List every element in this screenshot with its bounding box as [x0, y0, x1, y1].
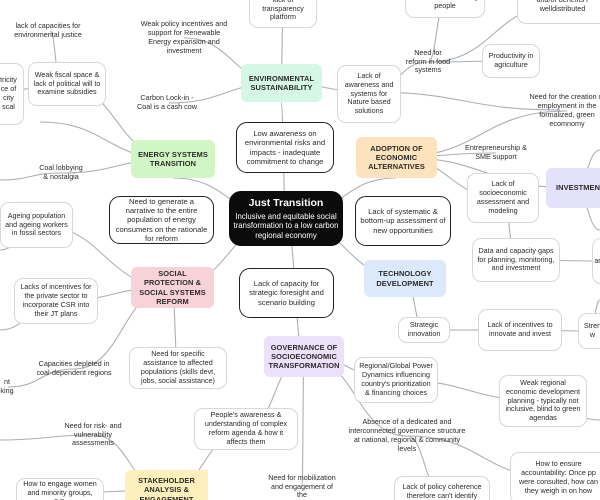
category-social-protection-reform[interactable]: SOCIAL PROTECTION & SOCIAL SYSTEMS REFOR… [131, 267, 214, 308]
connector-line [7, 368, 75, 388]
central-node-just-transition[interactable]: Just Transition Inclusive and equitable … [229, 191, 343, 246]
issue-weak-regional-planning[interactable]: Weak regional economic development plann… [499, 375, 587, 427]
issue-stren-fragment[interactable]: Stren w [578, 313, 600, 349]
issue-governance-structure[interactable]: Absence of a dedicated and interconnecte… [348, 417, 466, 453]
issue-coal-lobbying[interactable]: Coal lobbying & nostalgia [39, 163, 83, 181]
issue-nature-based-solutions[interactable]: Lack of awareness and systems for Nature… [337, 65, 401, 123]
issue-entrepreneurship-sme[interactable]: Entrepreneurship & SME support [465, 143, 527, 161]
issue-accountability[interactable]: How to ensure accountability: Once pp we… [510, 452, 600, 500]
barrier-low-awareness[interactable]: Low awareness on environmental risks and… [236, 122, 334, 173]
issue-other-illnesses[interactable]: other illnesses killing people [405, 0, 485, 18]
issue-mobilization-engagement[interactable]: Need for mobilization and engagement of … [268, 472, 336, 500]
issue-carbon-lockin[interactable]: Carbon Lock-in - Coal is a cash cow [137, 93, 197, 111]
issue-capacities-depleted[interactable]: Capacities depleted in coal-dependent re… [36, 359, 112, 377]
issue-food-systems-reform[interactable]: Need for reform in food systems [405, 47, 451, 75]
issue-socioeconomic-assessment[interactable]: Lack of socioeconomic assessment and mod… [467, 173, 539, 223]
issue-nt-king-cut[interactable]: nt king [0, 377, 14, 395]
issue-risk-vulnerability[interactable]: Need for risk- and vulnerability assessm… [64, 420, 122, 448]
issue-peoples-awareness[interactable]: People's awareness & understanding of co… [194, 408, 298, 450]
issue-strategic-innovation[interactable]: Strategic innovation [398, 317, 450, 343]
issue-benefits-distribution[interactable]: and/or benefits r welldistributed [517, 0, 600, 24]
issue-agriculture-productivity[interactable]: Productivity in agriculture [482, 44, 540, 78]
connector-line [0, 434, 94, 441]
category-energy-systems-transition[interactable]: ENERGY SYSTEMS TRANSITION [131, 140, 215, 178]
category-investment[interactable]: INVESTMENT [546, 168, 600, 208]
central-subtitle: Inclusive and equitable social transform… [233, 211, 339, 240]
issue-electricity-cut[interactable]: tricity ce of city scal [0, 63, 24, 125]
issue-women-minority[interactable]: How to engage women and minority groups,… [16, 478, 104, 500]
issue-transparency-platform[interactable]: lack of transparency platform [249, 0, 317, 28]
central-title: Just Transition [248, 196, 324, 209]
issue-csr-incentives[interactable]: Lacks of incentives for the private sect… [14, 278, 98, 324]
issue-incentives-innovate-invest[interactable]: Lack of incentives to innovate and inves… [478, 309, 562, 351]
issue-specific-assistance[interactable]: Need for specific assistance to affected… [129, 347, 227, 389]
barrier-narrative[interactable]: Need to generate a narrative to the enti… [109, 196, 214, 244]
barrier-strategic-foresight[interactable]: Lack of capacity for strategic foresight… [239, 268, 334, 318]
category-governance-socioeconomic-transformation[interactable]: GOVERNANCE OF SOCIOECONOMIC TRANSFORMATI… [264, 336, 344, 377]
issue-weak-policy-incentives[interactable]: Weak policy incentives and support for R… [140, 19, 228, 55]
issue-data-capacity-gaps[interactable]: Data and capacity gaps for planning, mon… [472, 238, 560, 282]
category-technology-development[interactable]: TECHNOLOGY DEVELOPMENT [364, 260, 446, 297]
issue-regional-power-dynamics[interactable]: Regional/Global Power Dynamics influenci… [354, 357, 438, 403]
category-environmental-sustainability[interactable]: ENVIRONMENTAL SUSTAINABILITY [241, 64, 322, 102]
category-adoption-economic-alternatives[interactable]: ADOPTION OF ECONOMIC ALTERNATIVES [356, 137, 437, 178]
issue-edge-fragment[interactable]: arn [592, 238, 600, 284]
issue-weak-fiscal-space[interactable]: Weak fiscal space & lack of political wi… [28, 62, 106, 106]
issue-lack-capacities-justice[interactable]: lack of capacities for environmental jus… [14, 21, 82, 39]
category-stakeholder-analysis-engagement[interactable]: STAKEHOLDER ANALYSIS & ENGAGEMENT [125, 470, 208, 500]
issue-policy-coherence[interactable]: Lack of policy coherence therefore can't… [394, 476, 490, 500]
connector-line [0, 172, 62, 181]
issue-green-employment[interactable]: Need for the creation of employment in t… [529, 92, 600, 128]
issue-ageing-population[interactable]: Ageing population and ageing workers in … [0, 202, 73, 248]
barrier-systematic-assessment[interactable]: Lack of systematic & bottom-up assessmen… [355, 196, 451, 246]
